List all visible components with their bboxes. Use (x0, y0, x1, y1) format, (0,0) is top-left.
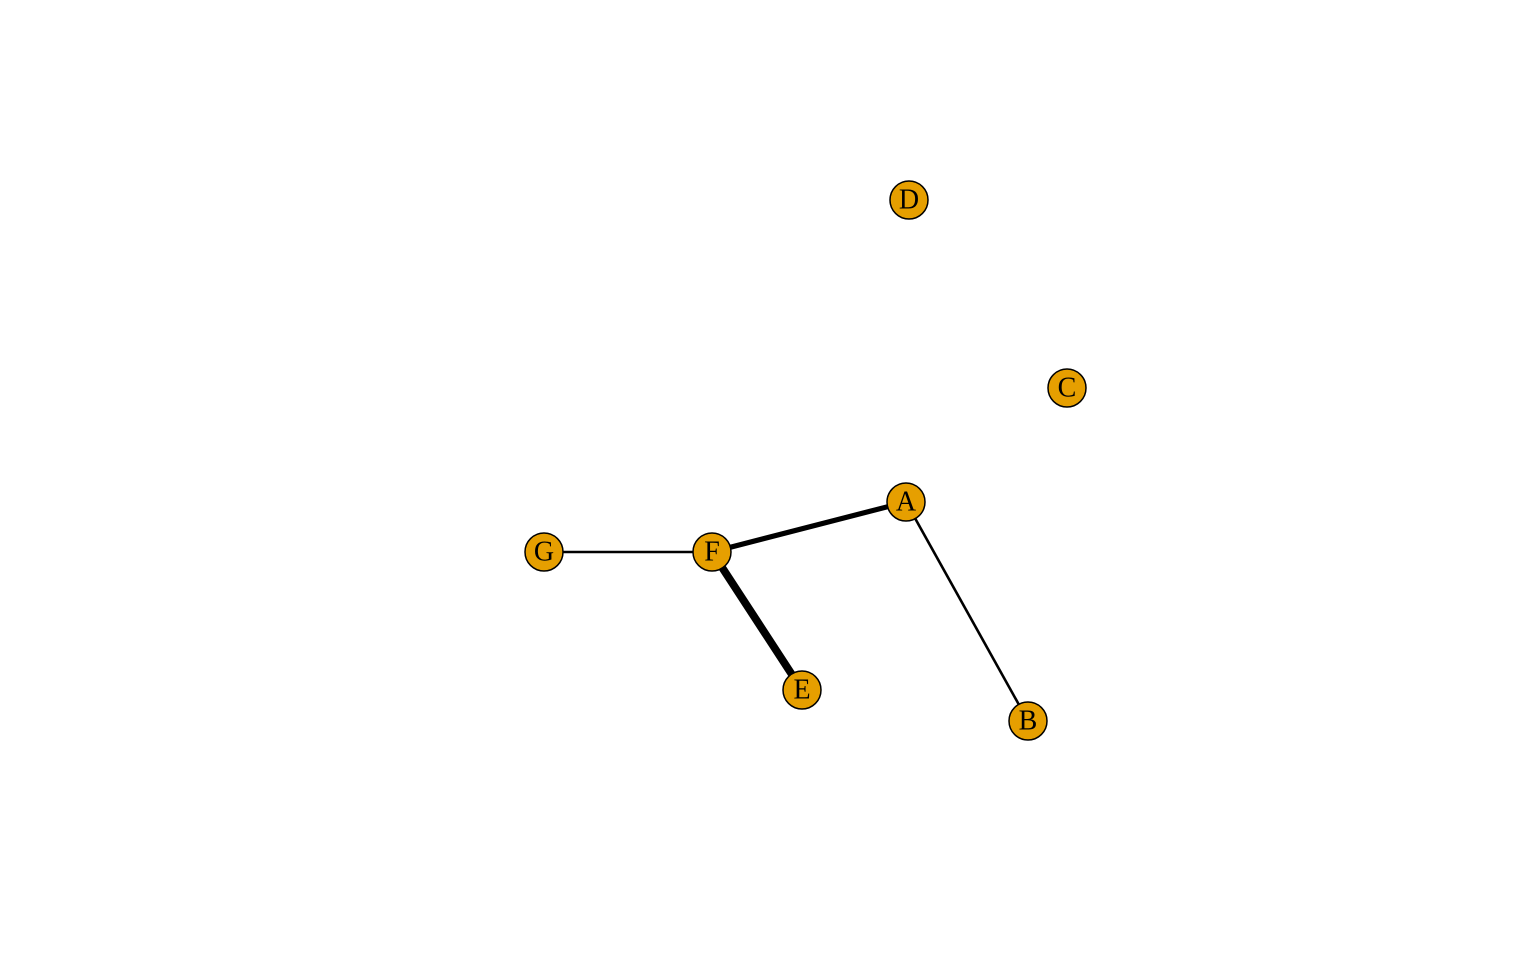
node-c: C (1047, 368, 1087, 408)
edge-a-b (904, 501, 1030, 722)
node-label: F (704, 537, 720, 568)
edge-f-e (708, 549, 806, 693)
node-circle (886, 482, 926, 522)
node-g: G (524, 532, 564, 572)
node-f: F (692, 532, 732, 572)
node-circle (1008, 701, 1048, 741)
node-e: E (782, 670, 822, 710)
node-label: G (534, 537, 554, 568)
edge-f-a (711, 499, 907, 555)
node-a: A (886, 482, 926, 522)
node-circle (524, 532, 564, 572)
node-d: D (889, 180, 929, 220)
node-circle (692, 532, 732, 572)
edges-layer (544, 499, 1030, 722)
node-circle (1047, 368, 1087, 408)
node-label: D (899, 185, 919, 216)
node-label: B (1019, 706, 1038, 737)
node-b: B (1008, 701, 1048, 741)
node-circle (889, 180, 929, 220)
node-label: A (896, 487, 917, 518)
node-label: E (793, 675, 810, 706)
node-label: C (1058, 373, 1077, 404)
nodes-layer: D C A G F E B (524, 180, 1087, 741)
node-circle (782, 670, 822, 710)
